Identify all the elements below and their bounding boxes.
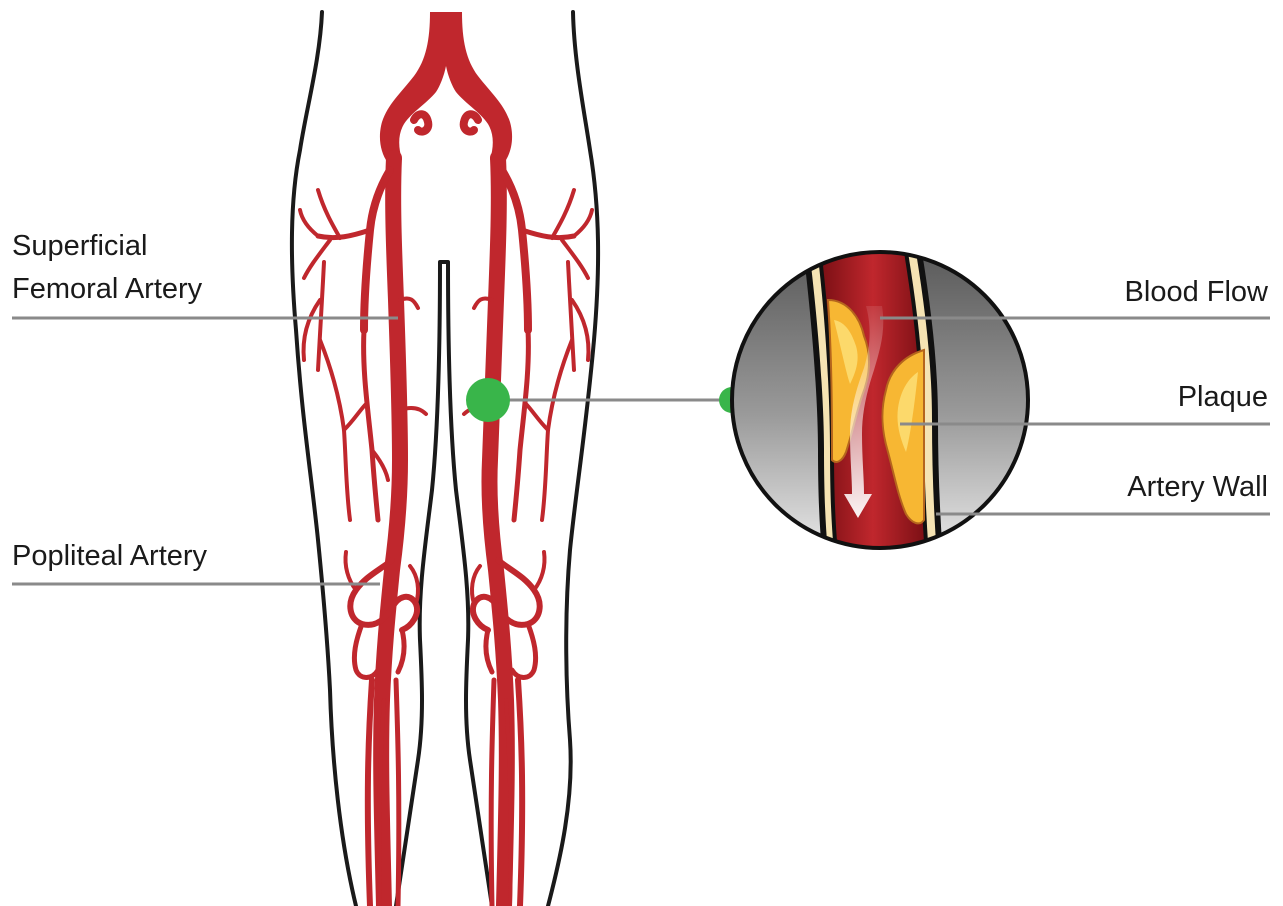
blood-flow-label: Blood Flow <box>1125 276 1270 308</box>
label-superficial-femoral-artery: Superficial Femoral Artery <box>12 230 398 318</box>
inner-leg-outline <box>396 262 492 906</box>
plaque-label: Plaque <box>1178 381 1268 413</box>
magnified-artery-lens <box>732 240 1028 570</box>
artery-wall-label: Artery Wall <box>1127 471 1268 503</box>
right-leg-outer-outline <box>548 12 598 906</box>
superficial-femoral-label-line1: Superficial <box>12 230 147 262</box>
aorta <box>380 12 512 160</box>
popliteal-label: Popliteal Artery <box>12 540 208 572</box>
blockage-marker <box>466 378 510 422</box>
label-popliteal-artery: Popliteal Artery <box>12 540 380 584</box>
legs-illustration <box>292 12 598 906</box>
superficial-femoral-label-line2: Femoral Artery <box>12 273 203 305</box>
